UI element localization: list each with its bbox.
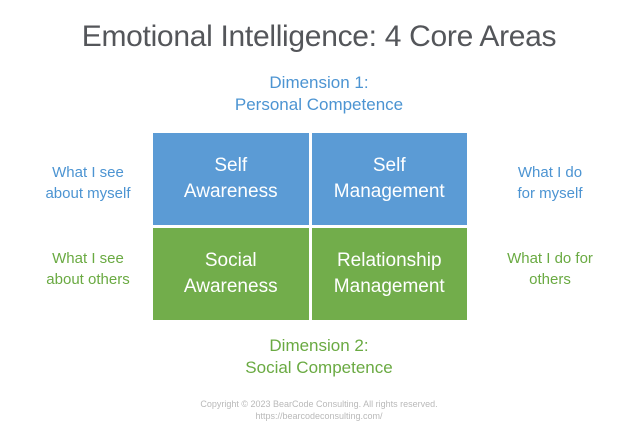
quadrant-label-line: Management bbox=[333, 181, 445, 202]
quadrant-label-line: Self bbox=[372, 155, 406, 176]
side-label-line: What I do bbox=[517, 164, 583, 181]
quadrant-label-line: Social bbox=[204, 250, 257, 271]
quadrant-label-line: Management bbox=[333, 276, 445, 297]
side-label-what-i-do-for-myself: What I do for myself bbox=[477, 162, 623, 204]
dimension-1-line2: Personal Competence bbox=[234, 95, 404, 114]
side-label-what-i-do-for-others: What I do for others bbox=[477, 248, 623, 290]
dimension-2-line2: Social Competence bbox=[245, 358, 393, 377]
side-label-line: others bbox=[529, 271, 571, 288]
quadrant-relationship-management: Relationship Management bbox=[311, 228, 467, 320]
side-label-line: What I see bbox=[52, 164, 124, 181]
side-label-line: What I see bbox=[52, 250, 124, 267]
quadrant-label-line: Self bbox=[214, 155, 248, 176]
quadrant-grid: Self Awareness Self Management Social Aw… bbox=[153, 133, 467, 320]
side-label-line: about myself bbox=[45, 185, 131, 202]
dimension-2-heading: Dimension 2: Social Competence bbox=[0, 335, 638, 379]
side-label-what-i-see-about-others: What I see about others bbox=[15, 248, 161, 290]
dimension-2-line1: Dimension 2: bbox=[269, 336, 369, 355]
dimension-1-line1: Dimension 1: bbox=[269, 73, 369, 92]
quadrant-self-management: Self Management bbox=[311, 133, 467, 225]
quadrant-social-awareness: Social Awareness bbox=[153, 228, 309, 320]
page-title: Emotional Intelligence: 4 Core Areas bbox=[81, 20, 557, 53]
side-label-what-i-see-about-myself: What I see about myself bbox=[15, 162, 161, 204]
dimension-1-heading: Dimension 1: Personal Competence bbox=[0, 72, 638, 116]
side-label-line: about others bbox=[46, 271, 130, 288]
side-label-line: What I do for bbox=[507, 250, 593, 267]
side-label-line: for myself bbox=[517, 185, 583, 202]
quadrant-label-line: Awareness bbox=[183, 181, 278, 202]
copyright-text: Copyright © 2023 BearCode Consulting. Al… bbox=[200, 399, 438, 409]
quadrant-label-line: Awareness bbox=[183, 276, 278, 297]
footer-url: https://bearcodeconsulting.com/ bbox=[255, 411, 383, 421]
quadrant-label-line: Relationship bbox=[336, 250, 442, 271]
copyright-footer: Copyright © 2023 BearCode Consulting. Al… bbox=[0, 398, 638, 422]
quadrant-self-awareness: Self Awareness bbox=[153, 133, 309, 225]
